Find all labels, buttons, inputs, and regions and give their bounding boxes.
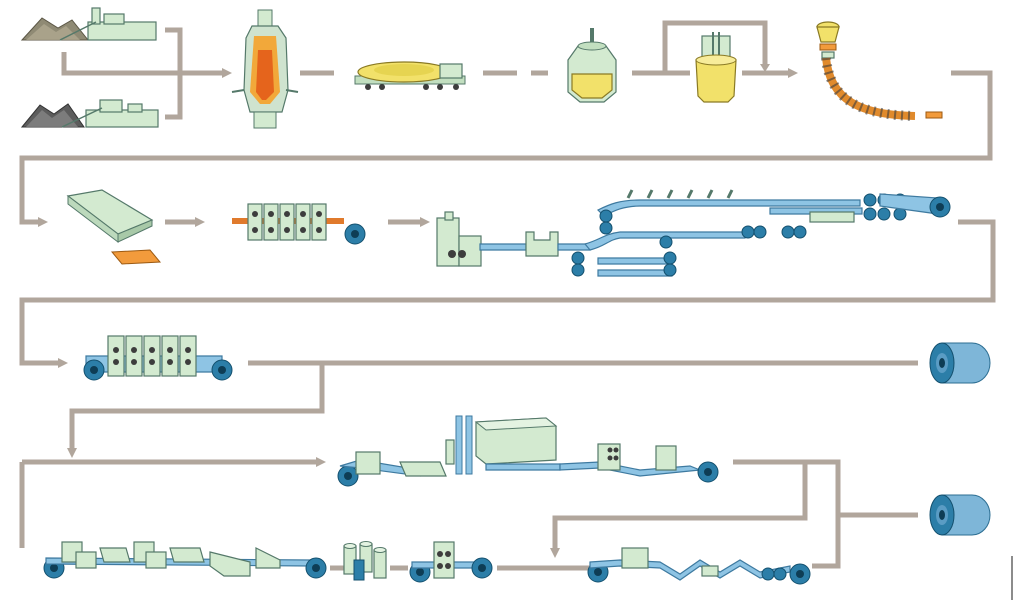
flow-return-2 [19, 219, 996, 366]
torpedo-car-icon [354, 61, 466, 90]
arrow-head [760, 64, 770, 72]
arrow-head [58, 358, 68, 368]
steel-coil-icon [929, 342, 991, 384]
slab-icon [66, 189, 162, 265]
temper-mill-icon [409, 541, 493, 583]
arrow-head [420, 217, 430, 227]
annealing-line-icon [337, 415, 719, 487]
steel-coil-icon [929, 494, 991, 536]
arrow-head [195, 217, 205, 227]
flow-branch-down [69, 363, 325, 450]
continuous-caster-icon [816, 21, 943, 121]
coating-line-icon [587, 547, 811, 585]
ladle-furnace-icon [695, 32, 737, 103]
flow-branch-back [552, 462, 808, 550]
tandem-mill-icon [83, 335, 233, 381]
arrow-head [550, 548, 560, 558]
finishing-line-icon [43, 541, 327, 579]
converter-icon [567, 28, 617, 103]
flow-stockyard-to-furnace [61, 52, 222, 76]
arrow-head [788, 68, 798, 78]
flow-lines [19, 20, 996, 571]
stockyard-bottom-icon [20, 99, 159, 128]
blast-furnace-icon [231, 9, 299, 129]
flow-refining-bypass [662, 20, 768, 73]
pickling-line-icon [436, 189, 951, 277]
arrow-head [67, 448, 77, 458]
arrow-head [38, 217, 48, 227]
rolling-stands-icon [232, 203, 366, 245]
stockyard-top-icon [20, 7, 157, 41]
batch-annealing-icon [343, 541, 387, 581]
arrow-head [222, 68, 232, 78]
flow-return-1 [19, 70, 993, 225]
arrow-head [316, 457, 326, 467]
flow-annealing-out [733, 459, 841, 569]
